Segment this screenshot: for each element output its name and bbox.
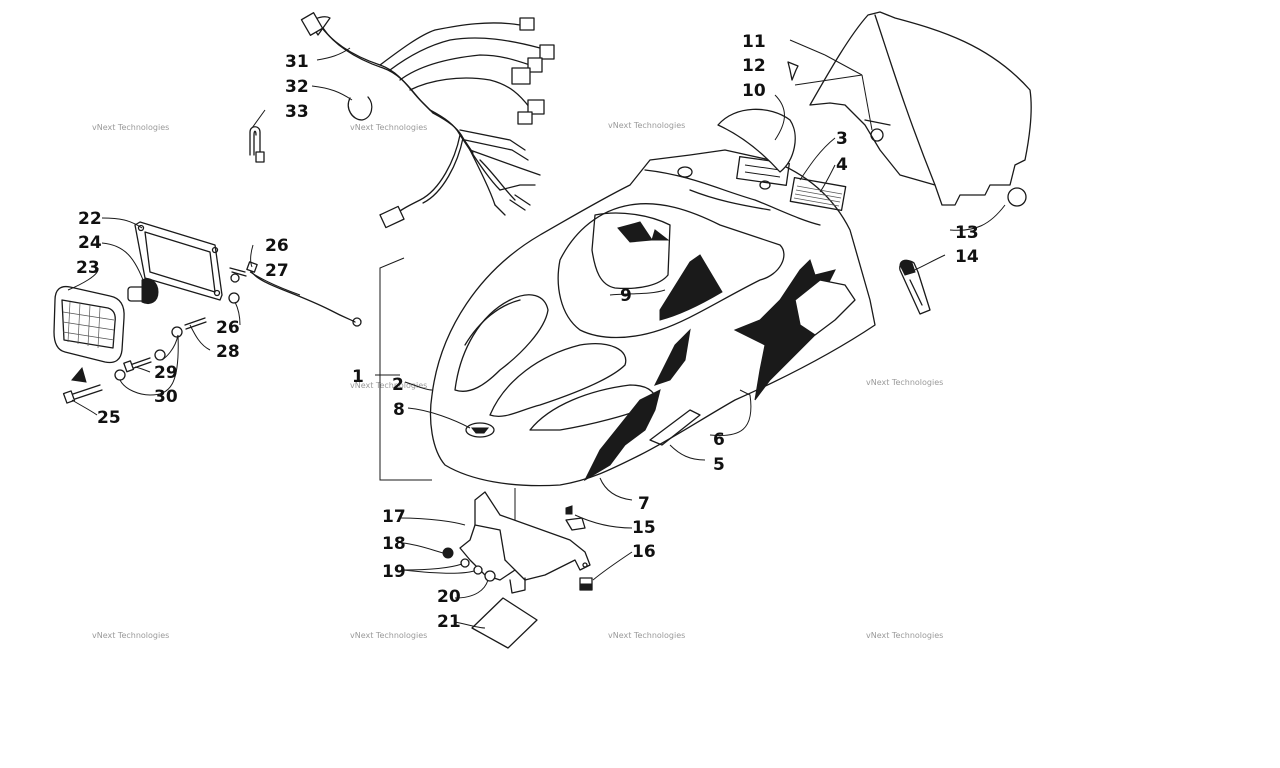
watermark: vNext Technologies	[866, 631, 943, 640]
callout-6: 6	[713, 430, 725, 450]
hood-group-bracket	[379, 257, 432, 481]
callout-26: 26	[216, 318, 240, 338]
headlight-assembly	[53, 221, 362, 404]
mount-bracket	[442, 491, 593, 649]
callout-27: 27	[265, 261, 289, 281]
callout-12: 12	[742, 56, 766, 76]
callout-7: 7	[638, 494, 650, 514]
callout-32: 32	[285, 77, 309, 97]
callout-17: 17	[382, 507, 406, 527]
connector	[539, 44, 555, 60]
watermark: vNext Technologies	[350, 381, 427, 390]
watermark: vNext Technologies	[92, 123, 169, 132]
callout-3: 3	[836, 129, 848, 149]
callout-20: 20	[437, 587, 461, 607]
washer	[460, 558, 470, 568]
callout-10: 10	[742, 81, 766, 101]
grommet	[442, 547, 454, 559]
watermark: vNext Technologies	[866, 378, 943, 387]
nut	[484, 570, 496, 582]
windshield-washer	[1007, 187, 1027, 207]
watermark: vNext Technologies	[350, 123, 427, 132]
decal-10	[717, 108, 796, 173]
callout-14: 14	[955, 247, 979, 267]
callout-5: 5	[713, 455, 725, 475]
connector	[527, 57, 543, 73]
callout-21: 21	[437, 612, 461, 632]
callout-31: 31	[285, 52, 309, 72]
callout-16: 16	[632, 542, 656, 562]
leader-lines	[67, 47, 1006, 629]
connector	[519, 17, 535, 31]
decal-window-right	[659, 254, 723, 321]
decal-front-graphic	[583, 389, 661, 482]
washer	[171, 326, 183, 338]
rivet	[787, 61, 799, 81]
decal-5	[649, 409, 701, 446]
callout-11: 11	[742, 32, 766, 52]
callout-25: 25	[97, 408, 121, 428]
watermark: vNext Technologies	[608, 121, 685, 130]
callout-15: 15	[632, 518, 656, 538]
connector	[527, 99, 545, 115]
harness-clip	[347, 96, 373, 121]
callout-29: 29	[154, 363, 178, 383]
watermark: vNext Technologies	[608, 631, 685, 640]
plate	[471, 597, 538, 649]
connector	[511, 67, 531, 85]
callout-23: 23	[76, 258, 100, 278]
harness-strap	[249, 126, 261, 156]
washer	[473, 565, 483, 575]
watermark: vNext Technologies	[350, 631, 427, 640]
connector	[379, 205, 405, 229]
hand-guard	[899, 259, 931, 315]
washer	[154, 349, 166, 361]
speed-nut	[565, 517, 586, 531]
stud	[184, 317, 207, 330]
callout-22: 22	[78, 209, 102, 229]
headlight-bracket	[134, 221, 223, 301]
callout-24: 24	[78, 233, 102, 253]
watermark: vNext Technologies	[92, 631, 169, 640]
decal-4	[789, 177, 847, 211]
hood-emblem	[465, 422, 495, 438]
callout-labels: 1 2 3 4 5 6 7 8 9 10 11 12 13 14 15 16 1…	[76, 32, 979, 632]
callout-28: 28	[216, 342, 240, 362]
ground-wire	[249, 269, 356, 323]
windshield	[787, 11, 1032, 207]
screw	[69, 384, 103, 401]
callout-1: 1	[352, 367, 364, 387]
callout-33: 33	[285, 102, 309, 122]
callout-18: 18	[382, 534, 406, 554]
callout-2: 2	[392, 375, 404, 395]
callout-26: 26	[265, 236, 289, 256]
callout-30: 30	[154, 387, 178, 407]
wiring-harness	[249, 12, 555, 229]
hood	[429, 108, 876, 487]
callout-19: 19	[382, 562, 406, 582]
callout-13: 13	[955, 223, 979, 243]
decal-3	[736, 155, 790, 187]
callout-9: 9	[620, 286, 632, 306]
callout-4: 4	[836, 155, 848, 175]
washer	[114, 369, 126, 381]
callout-8: 8	[393, 400, 405, 420]
nut	[228, 292, 240, 304]
